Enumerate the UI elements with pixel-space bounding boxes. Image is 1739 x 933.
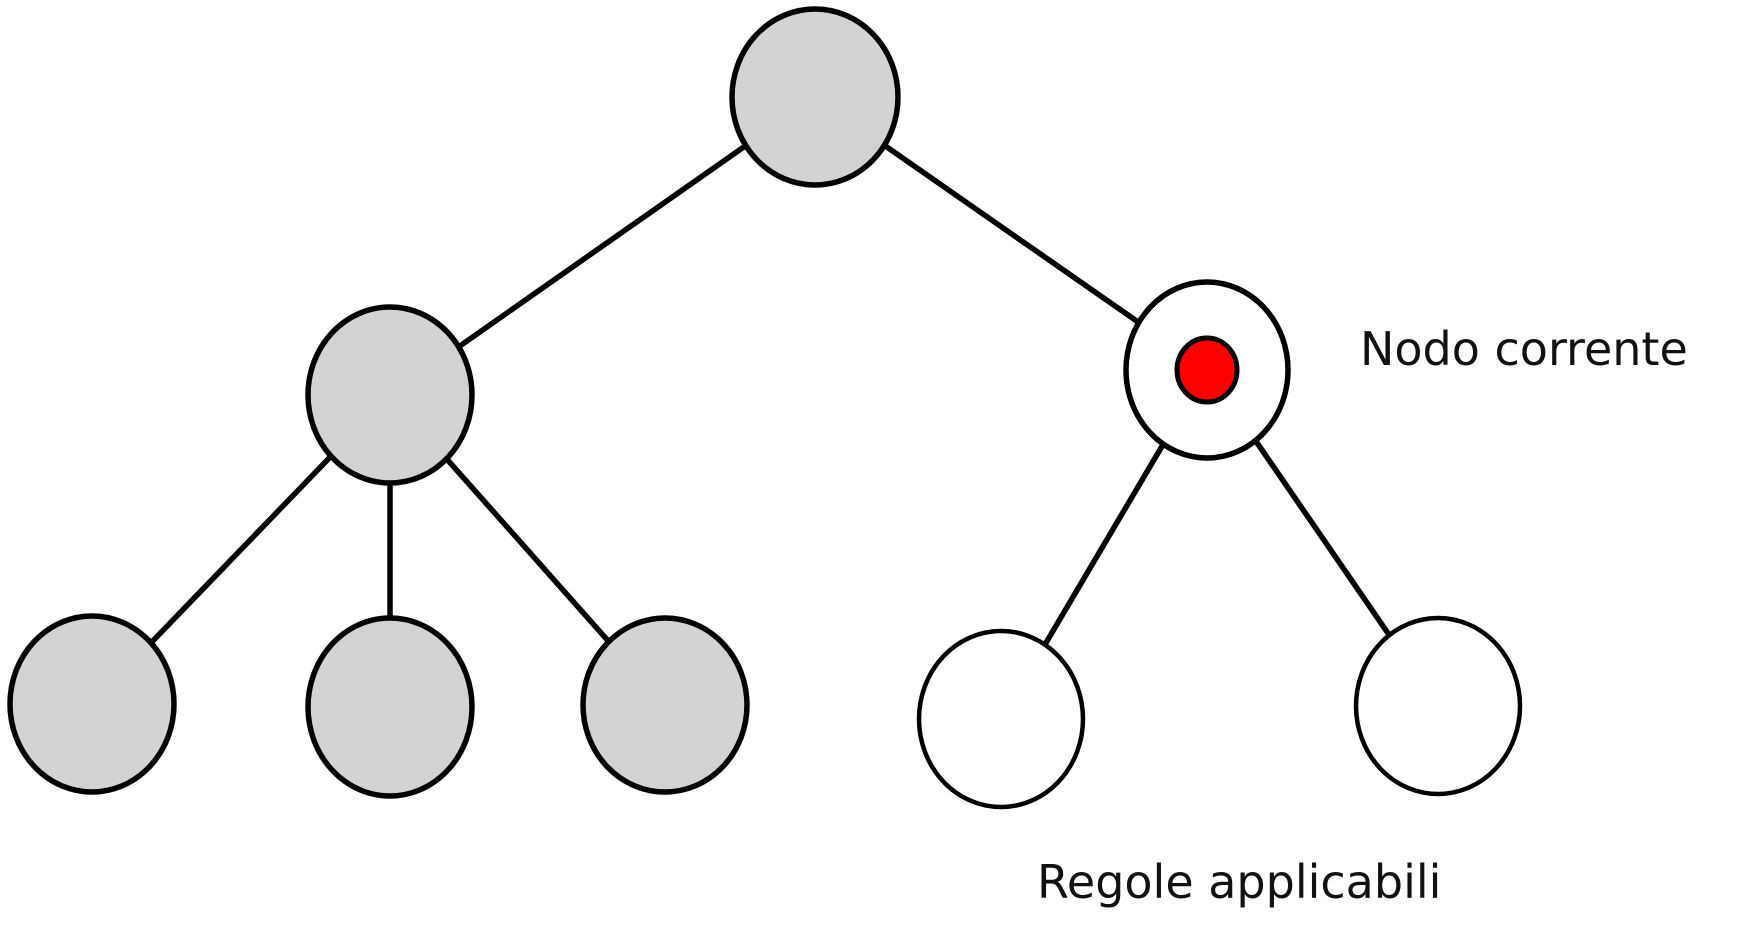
applicable-rules-label: Regole applicabili (1037, 855, 1441, 909)
current-node-label: Nodo corrente (1360, 322, 1688, 376)
tree-node-leaf-left-1 (7, 613, 177, 795)
tree-node-leaf-right-1 (916, 628, 1086, 810)
current-node-marker (1174, 335, 1240, 405)
tree-node-left-child (305, 304, 475, 486)
tree-node-leaf-left-2 (305, 615, 475, 799)
tree-node-leaf-left-3 (580, 615, 750, 795)
tree-node-root (729, 6, 901, 188)
tree-node-leaf-right-2 (1353, 615, 1523, 797)
